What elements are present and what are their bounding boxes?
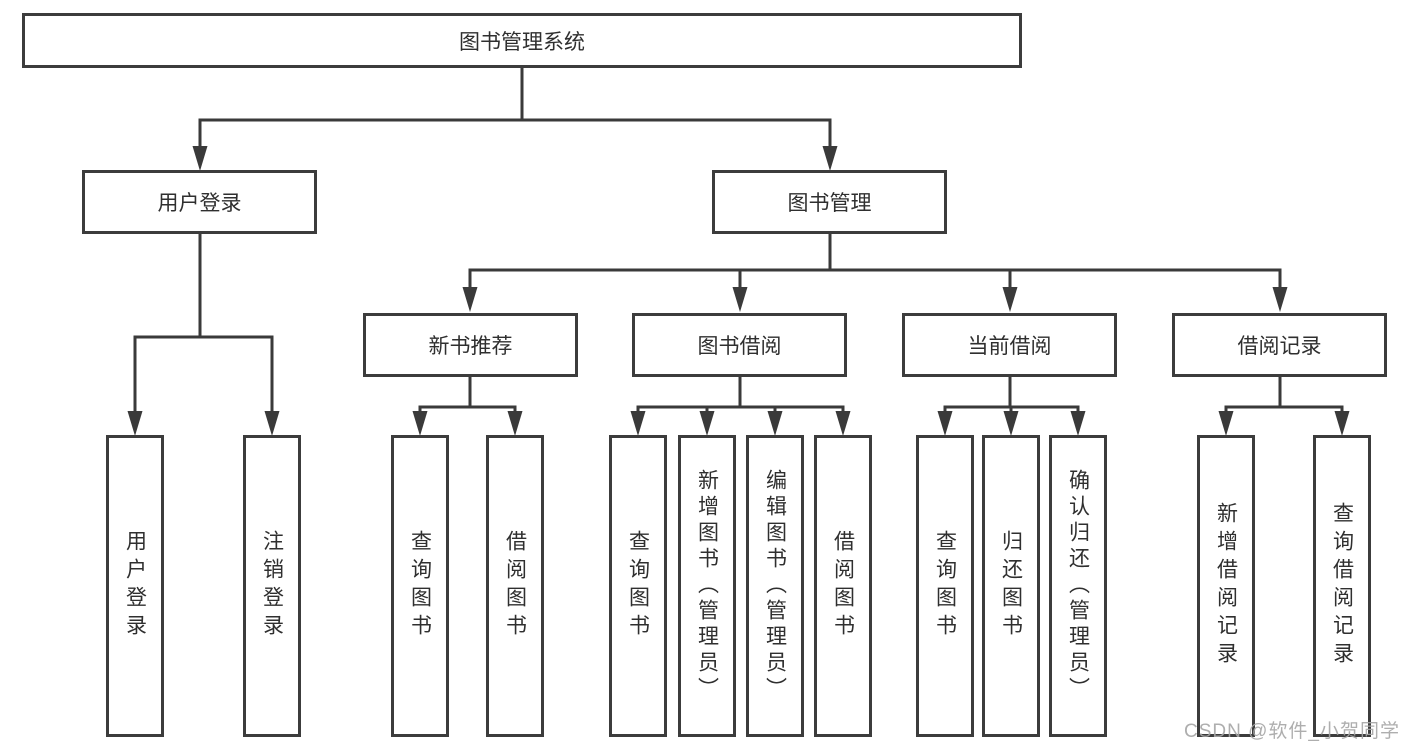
leaf-user-login-label: 用户登录 (123, 530, 147, 642)
node-new-book-recommend-label: 新书推荐 (428, 335, 513, 358)
leaf-add-books-admin-label: 新增图书（管理员） (695, 469, 719, 703)
leaf-borrow-books-1-label: 借阅图书 (503, 530, 527, 642)
node-borrow-records-label: 借阅记录 (1237, 335, 1322, 358)
leaf-return-books: 归还图书 (982, 435, 1040, 737)
leaf-user-login: 用户登录 (106, 435, 164, 737)
leaf-borrow-books-1: 借阅图书 (486, 435, 544, 737)
node-book-borrow-label: 图书借阅 (697, 335, 782, 358)
node-current-borrow-label: 当前借阅 (967, 335, 1052, 358)
node-book-borrow: 图书借阅 (632, 313, 847, 377)
node-user-login-label: 用户登录 (157, 192, 242, 215)
leaf-query-books-2-label: 查询图书 (626, 530, 650, 642)
leaf-edit-books-admin: 编辑图书（管理员） (746, 435, 804, 737)
leaf-query-books-3: 查询图书 (916, 435, 974, 737)
node-book-management: 图书管理 (712, 170, 947, 234)
leaf-borrow-books-2: 借阅图书 (814, 435, 872, 737)
leaf-confirm-return-admin-label: 确认归还（管理员） (1066, 469, 1090, 703)
leaf-logout: 注销登录 (243, 435, 301, 737)
leaf-add-books-admin: 新增图书（管理员） (678, 435, 736, 737)
leaf-add-borrow-record: 新增借阅记录 (1197, 435, 1255, 737)
leaf-query-books-1: 查询图书 (391, 435, 449, 737)
leaf-query-borrow-record: 查询借阅记录 (1313, 435, 1371, 737)
leaf-return-books-label: 归还图书 (999, 530, 1023, 642)
leaf-query-books-2: 查询图书 (609, 435, 667, 737)
leaf-confirm-return-admin: 确认归还（管理员） (1049, 435, 1107, 737)
leaf-add-borrow-record-label: 新增借阅记录 (1214, 502, 1238, 670)
leaf-logout-label: 注销登录 (260, 530, 284, 642)
node-root-label: 图书管理系统 (459, 30, 585, 54)
csdn-watermark: CSDN @软件_小贺同学 (1184, 721, 1400, 742)
node-book-management-label: 图书管理 (787, 192, 872, 215)
node-new-book-recommend: 新书推荐 (363, 313, 578, 377)
node-current-borrow: 当前借阅 (902, 313, 1117, 377)
node-root: 图书管理系统 (22, 13, 1022, 68)
leaf-query-books-1-label: 查询图书 (408, 530, 432, 642)
node-user-login: 用户登录 (82, 170, 317, 234)
leaf-borrow-books-2-label: 借阅图书 (831, 530, 855, 642)
leaf-edit-books-admin-label: 编辑图书（管理员） (763, 469, 787, 703)
leaf-query-borrow-record-label: 查询借阅记录 (1330, 502, 1354, 670)
node-borrow-records: 借阅记录 (1172, 313, 1387, 377)
leaf-query-books-3-label: 查询图书 (933, 530, 957, 642)
